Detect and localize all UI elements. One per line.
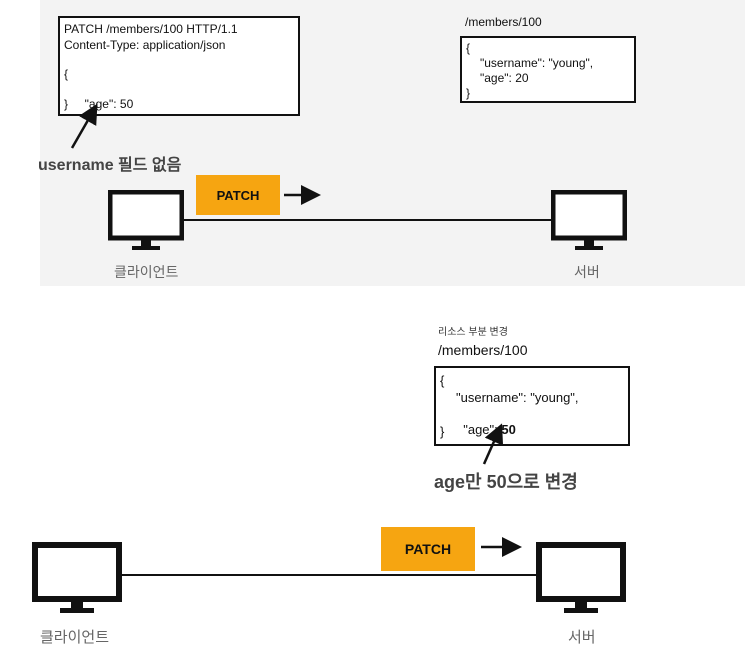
annotation-field-name: username [38, 157, 114, 174]
bottom-client-monitor-icon [32, 542, 122, 616]
request-body-open: { [64, 67, 69, 81]
server-label: 서버 [574, 264, 600, 280]
resource-username: "username": "young", [480, 56, 594, 70]
bottom-server-monitor-icon [536, 542, 626, 616]
patch-method-label: PATCH [196, 175, 280, 215]
age-change-annotation: age만 50으로 변경 [434, 472, 578, 492]
annotation-text: 필드 없음 [113, 157, 182, 174]
resource-close: } [466, 86, 471, 100]
bottom-resource-box [434, 366, 630, 446]
bottom-server-label: 서버 [568, 629, 596, 646]
bottom-patch-method-label: PATCH [381, 527, 475, 571]
resource-title: /members/100 [465, 15, 542, 29]
bottom-annotation-arrow [482, 423, 504, 465]
age-value: 50 [119, 97, 134, 111]
resource-open: { [466, 41, 471, 55]
request-box [58, 16, 300, 116]
bottom-client-label: 클라이언트 [40, 629, 110, 646]
request-body-close: } [64, 97, 69, 111]
bottom-caption: 리소스 부분 변경 [438, 327, 508, 338]
resource-box [460, 36, 636, 103]
resource-age: "age": 20 [480, 71, 529, 85]
missing-field-annotation: username 필드 없음 [38, 151, 181, 175]
bottom-resource-close: } [440, 424, 445, 439]
client-label: 클라이언트 [114, 264, 179, 280]
bottom-resource-title: /members/100 [438, 342, 528, 358]
bottom-resource-username: "username": "young", [456, 390, 579, 405]
bottom-age-value: 50 [501, 422, 516, 437]
bottom-resource-open: { [440, 373, 445, 388]
server-monitor-icon [550, 189, 628, 254]
request-header: Content-Type: application/json [64, 38, 226, 52]
client-monitor-icon [107, 189, 185, 254]
request-line: PATCH /members/100 HTTP/1.1 [64, 22, 238, 36]
top-annotation-arrow [70, 103, 98, 149]
